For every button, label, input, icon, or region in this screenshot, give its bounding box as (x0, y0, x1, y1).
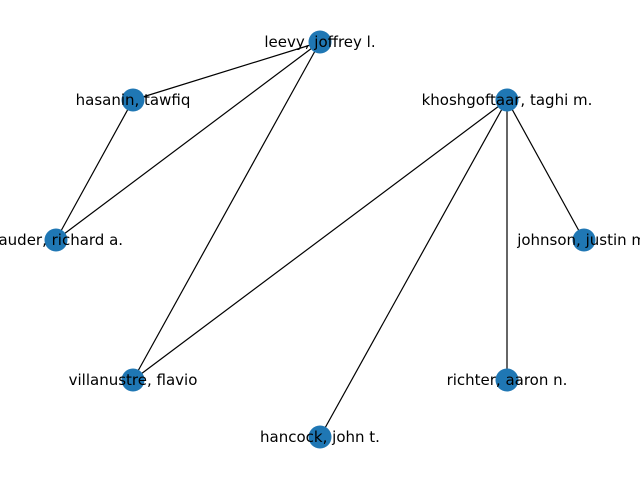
edge-hasanin-bauder (55, 99, 134, 241)
node-richter (495, 368, 519, 392)
node-label-richter: richter, aaron n. (447, 371, 568, 389)
node-khoshgoftaar (495, 88, 519, 112)
node-villanustre (121, 368, 145, 392)
node-johnson (572, 228, 596, 252)
node-label-khoshgoftaar: khoshgoftaar, taghi m. (422, 91, 593, 109)
nodes-layer (44, 30, 596, 449)
edge-khoshgoftaar-hancock (319, 99, 508, 438)
node-label-leevy: leevy, joffrey l. (264, 33, 375, 51)
edge-leevy-bauder (55, 41, 321, 241)
node-label-villanustre: villanustre, flavio (69, 371, 198, 389)
node-label-hasanin: hasanin, tawfiq (76, 91, 191, 109)
node-bauder (44, 228, 68, 252)
node-label-hancock: hancock, john t. (260, 428, 380, 446)
edge-khoshgoftaar-johnson (506, 99, 585, 241)
node-hasanin (121, 88, 145, 112)
edges-layer (55, 41, 585, 438)
node-label-bauder: bauder, richard a. (0, 231, 123, 249)
node-label-johnson: johnson, justin m. (516, 231, 640, 249)
node-hancock (308, 425, 332, 449)
edge-leevy-villanustre (132, 41, 321, 381)
edge-khoshgoftaar-villanustre (132, 99, 508, 381)
labels-layer: leevy, joffrey l. hasanin, tawfiq bauder, … (0, 33, 640, 446)
edge-leevy-hasanin (132, 41, 321, 101)
node-leevy (308, 30, 332, 54)
